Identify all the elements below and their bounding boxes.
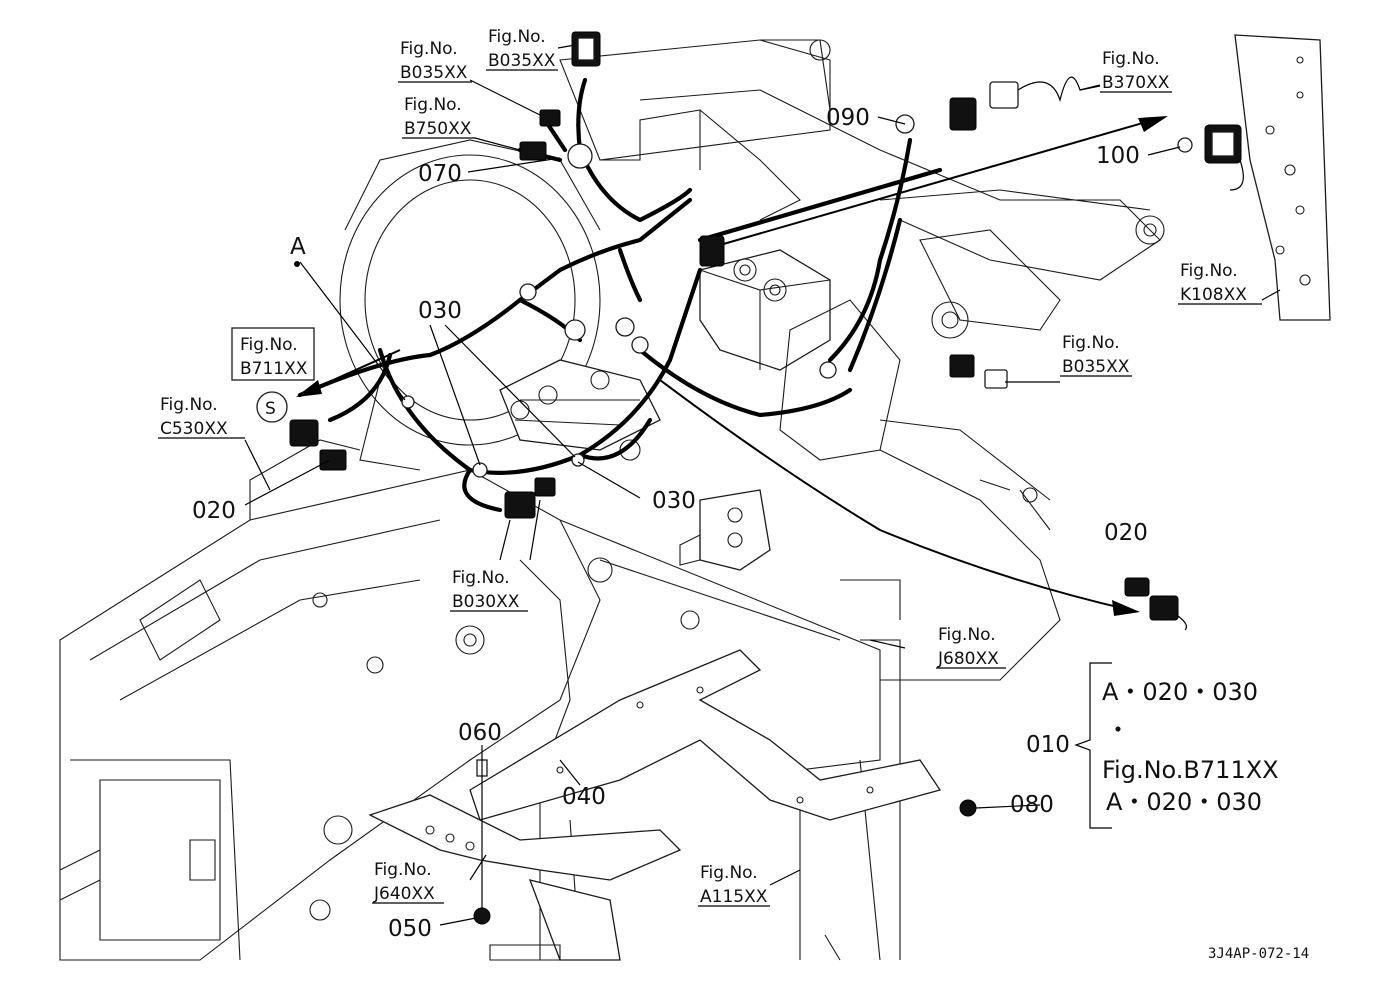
fig-ref-number: A115XX: [700, 887, 768, 907]
fig-ref-number: B711XX: [240, 359, 308, 379]
fig-ref-b711xx: Fig.No. B711XX: [231, 327, 315, 381]
fig-ref-label: Fig.No.: [1102, 49, 1160, 69]
callout-s: S: [265, 399, 276, 419]
callout-030-lower: 030: [652, 488, 696, 514]
fig-ref-label: Fig.No.: [404, 95, 462, 115]
callout-020-right: 020: [1104, 520, 1148, 546]
part-callouts: 090 100 070 A 030 030 S 020 020 060 040 …: [192, 105, 1148, 942]
callout-100: 100: [1096, 143, 1140, 169]
fig-ref-label: Fig.No.: [938, 625, 996, 645]
fig-ref-number: K108XX: [1180, 285, 1247, 305]
callout-090: 090: [826, 105, 870, 131]
legend-separator: ・: [1106, 716, 1130, 744]
fig-ref-b370xx: Fig.No. B370XX: [1100, 49, 1172, 93]
fig-ref-b030xx: Fig.No. B030XX: [450, 568, 528, 612]
fig-ref-number: B035XX: [488, 51, 556, 71]
drawing-reference: 3J4AP-072-14: [1208, 946, 1309, 962]
fig-ref-number: B035XX: [1062, 357, 1130, 377]
fig-ref-j680xx: Fig.No. J680XX: [936, 625, 1006, 669]
fig-ref-k108xx: Fig.No. K108XX: [1178, 261, 1262, 305]
callout-020-left: 020: [192, 498, 236, 524]
fig-ref-c530xx: Fig.No. C530XX: [158, 395, 245, 439]
figure-references: Fig.No. B035XX Fig.No. B035XX Fig.No. B7…: [158, 27, 1262, 907]
fig-ref-b035xx-top-left: Fig.No. B035XX: [398, 39, 472, 83]
fig-ref-label: Fig.No.: [452, 568, 510, 588]
fig-ref-a115xx: Fig.No. A115XX: [698, 863, 770, 907]
tractor-frame-line-art: [59, 34, 1331, 961]
legend-callout-010: 010: [1026, 732, 1070, 758]
callout-060: 060: [458, 720, 502, 746]
fig-ref-label: Fig.No.: [1180, 261, 1238, 281]
fig-ref-b035xx-right: Fig.No. B035XX: [1060, 333, 1132, 377]
fig-ref-number: B035XX: [400, 63, 468, 83]
wire-harness: [297, 77, 943, 513]
fig-ref-number: B750XX: [404, 119, 472, 139]
fig-ref-number: J640XX: [373, 884, 435, 904]
fig-ref-number: B030XX: [452, 592, 520, 612]
assembly-legend: 010 A・020・030 ・ Fig.No.B711XX A・020・030: [1026, 662, 1279, 829]
fig-ref-label: Fig.No.: [488, 27, 546, 47]
callout-030-upper: 030: [418, 298, 462, 324]
fig-ref-b750xx: Fig.No. B750XX: [402, 95, 476, 139]
fig-ref-label: Fig.No.: [374, 860, 432, 880]
fig-ref-number: J680XX: [937, 649, 999, 669]
fig-ref-number: B370XX: [1102, 73, 1170, 93]
fig-ref-j640xx: Fig.No. J640XX: [372, 860, 444, 904]
fig-ref-label: Fig.No.: [240, 335, 298, 355]
legend-line-2: Fig.No.B711XX: [1102, 756, 1279, 784]
callout-050: 050: [388, 916, 432, 942]
callout-a: A: [290, 234, 306, 260]
fig-ref-number: C530XX: [160, 419, 228, 439]
legend-line-1: A・020・030: [1102, 678, 1258, 706]
legend-line-3: A・020・030: [1106, 788, 1262, 816]
connectors: [289, 31, 1244, 925]
fig-ref-label: Fig.No.: [160, 395, 218, 415]
callout-070: 070: [418, 161, 462, 187]
callout-080: 080: [1010, 792, 1054, 818]
leader-lines: [244, 44, 1281, 926]
fig-ref-label: Fig.No.: [400, 39, 458, 59]
fig-ref-label: Fig.No.: [700, 863, 758, 883]
direction-arrows: [296, 116, 1168, 616]
fig-ref-label: Fig.No.: [1062, 333, 1120, 353]
callout-040: 040: [562, 784, 606, 810]
fig-ref-b035xx-top: Fig.No. B035XX: [486, 27, 558, 71]
